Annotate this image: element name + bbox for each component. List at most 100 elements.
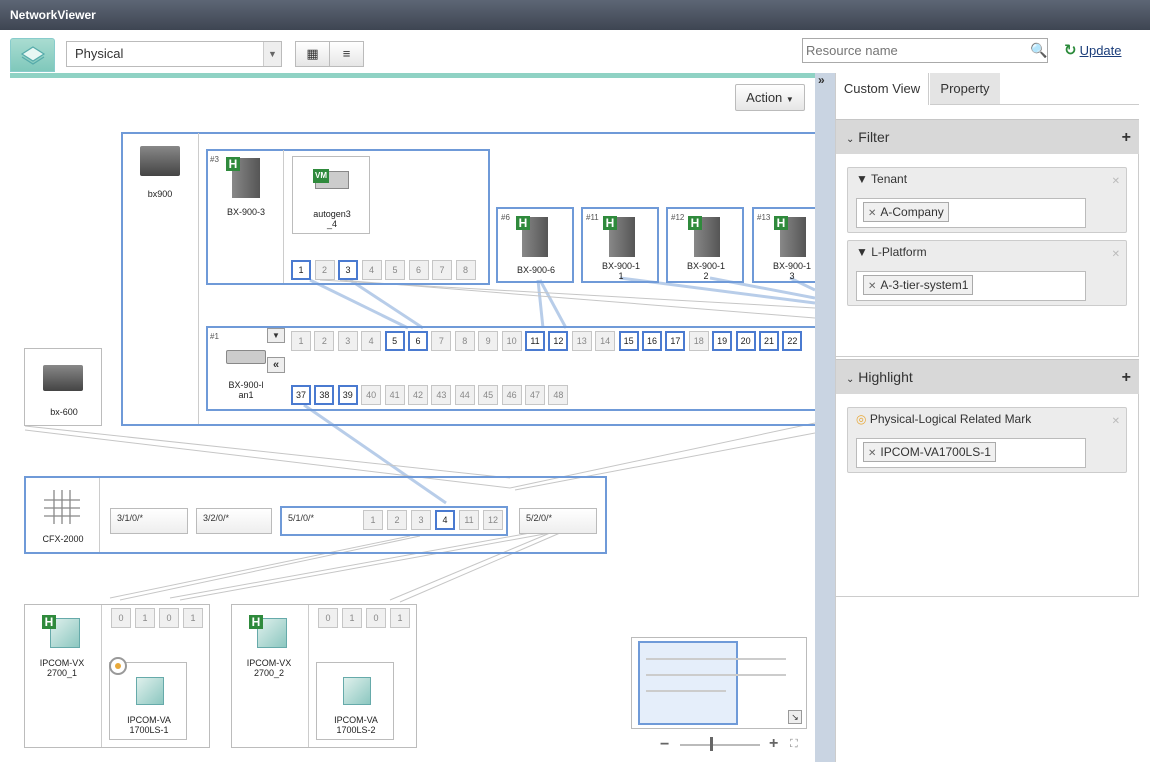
interface-3-2-0[interactable]: 3/2/0/* xyxy=(196,508,272,534)
port[interactable]: 11 xyxy=(525,331,545,351)
list-view-button[interactable]: ≡ xyxy=(329,41,364,67)
port[interactable]: 0 xyxy=(111,608,131,628)
chassis-bx600[interactable]: bx-600 xyxy=(24,348,102,426)
remove-tag-icon[interactable]: ✕ xyxy=(868,208,877,219)
port[interactable]: 1 xyxy=(342,608,362,628)
port[interactable]: 4 xyxy=(361,331,382,351)
minimap-resize-icon[interactable]: ↘ xyxy=(788,710,802,724)
zoom-slider[interactable] xyxy=(680,744,760,746)
port[interactable]: 10 xyxy=(501,331,522,351)
network-canvas[interactable]: Action ▼ bx900 #3 H BX-900-3 VM autogen3… xyxy=(10,78,815,762)
vm-autogen3-4[interactable]: VM autogen3 _4 xyxy=(292,156,370,234)
port[interactable]: 7 xyxy=(432,260,452,280)
port[interactable]: 1 xyxy=(363,510,383,530)
port[interactable]: 39 xyxy=(337,385,358,405)
port[interactable]: 37 xyxy=(291,385,311,405)
port[interactable]: 0 xyxy=(366,608,386,628)
port[interactable]: 2 xyxy=(387,510,407,530)
ipcom-va1700ls-2[interactable]: IPCOM-VA 1700LS-2 xyxy=(316,662,394,740)
blade-bx900-3[interactable] xyxy=(206,149,490,285)
port[interactable]: 41 xyxy=(384,385,405,405)
chassis-bx900[interactable] xyxy=(121,132,815,426)
blade-bx900-13[interactable]: #13 H BX-900-1 3 xyxy=(752,207,815,283)
panel-collapse-bar[interactable]: » xyxy=(815,73,835,762)
port[interactable]: 4 xyxy=(435,510,455,530)
zoom-out-button[interactable]: − xyxy=(660,736,670,753)
remove-tag-icon[interactable]: ✕ xyxy=(868,448,877,459)
close-icon[interactable]: ✕ xyxy=(1111,416,1120,427)
port[interactable]: 40 xyxy=(361,385,382,405)
port[interactable]: 1 xyxy=(390,608,410,628)
zoom-slider-handle[interactable] xyxy=(710,737,713,751)
port[interactable]: 7 xyxy=(431,331,452,351)
collapse-ports-button[interactable]: « xyxy=(267,357,285,373)
grid-view-button[interactable]: ▦ xyxy=(295,41,330,67)
port[interactable]: 0 xyxy=(318,608,338,628)
view-select[interactable]: Physical▼ xyxy=(66,41,282,67)
remove-tag-icon[interactable]: ✕ xyxy=(868,281,877,292)
close-icon[interactable]: ✕ xyxy=(1111,249,1120,260)
port[interactable]: 3 xyxy=(411,510,431,530)
port[interactable]: 16 xyxy=(642,331,662,351)
port[interactable]: 1 xyxy=(291,260,311,280)
expand-dropdown-button[interactable]: ▼ xyxy=(267,328,285,343)
minimap[interactable]: ↘ xyxy=(631,637,807,729)
action-button[interactable]: Action ▼ xyxy=(735,84,805,111)
search-icon[interactable]: 🔍 xyxy=(1030,42,1048,58)
tab-custom-view[interactable]: Custom View xyxy=(836,73,929,105)
blade-bx900-12[interactable]: #12 H BX-900-1 2 xyxy=(666,207,744,283)
tenant-input[interactable]: ✕A-Company xyxy=(856,198,1086,228)
close-icon[interactable]: ✕ xyxy=(1111,176,1120,187)
port[interactable]: 47 xyxy=(525,385,545,405)
port[interactable]: 15 xyxy=(618,331,639,351)
port[interactable]: 48 xyxy=(548,385,569,405)
port[interactable]: 5 xyxy=(385,260,405,280)
port[interactable]: 5 xyxy=(384,331,405,351)
blade-bx900-11[interactable]: #11 H BX-900-1 1 xyxy=(581,207,659,283)
tab-property[interactable]: Property xyxy=(930,73,1000,105)
update-link[interactable]: ↻Update xyxy=(1064,41,1122,59)
port[interactable]: 0 xyxy=(159,608,179,628)
port[interactable]: 43 xyxy=(431,385,452,405)
port[interactable]: 22 xyxy=(782,331,803,351)
port[interactable]: 1 xyxy=(135,608,155,628)
search-input[interactable] xyxy=(802,38,1048,63)
port[interactable]: 21 xyxy=(759,331,779,351)
port[interactable]: 2 xyxy=(314,260,335,280)
port[interactable]: 44 xyxy=(454,385,475,405)
add-highlight-button[interactable]: + xyxy=(1121,369,1131,386)
interface-5-2-0[interactable]: 5/2/0/* xyxy=(519,508,597,534)
port[interactable]: 17 xyxy=(665,331,686,351)
port[interactable]: 42 xyxy=(408,385,428,405)
interface-5-1-0[interactable]: 5/1/0/* xyxy=(280,506,508,536)
l-platform-input[interactable]: ✕A-3-tier-system1 xyxy=(856,271,1086,301)
port[interactable]: 8 xyxy=(455,260,476,280)
port[interactable]: 3 xyxy=(337,331,358,351)
lan-switch-bx900-lan1[interactable] xyxy=(206,326,815,411)
switch-cfx2000[interactable] xyxy=(24,476,607,554)
minimap-viewport[interactable] xyxy=(638,641,738,725)
port[interactable]: 13 xyxy=(571,331,592,351)
port[interactable]: 4 xyxy=(361,260,382,280)
port[interactable]: 1 xyxy=(183,608,203,628)
add-filter-button[interactable]: + xyxy=(1121,129,1131,146)
port[interactable]: 46 xyxy=(501,385,522,405)
port[interactable]: 12 xyxy=(483,510,503,530)
port[interactable]: 8 xyxy=(454,331,475,351)
port[interactable]: 6 xyxy=(408,260,429,280)
port[interactable]: 20 xyxy=(735,331,756,351)
home-button[interactable] xyxy=(10,38,55,72)
port[interactable]: 6 xyxy=(408,331,428,351)
port[interactable]: 14 xyxy=(595,331,616,351)
port[interactable]: 11 xyxy=(459,510,479,530)
blade-bx900-6[interactable]: #6 H BX-900-6 xyxy=(496,207,574,283)
related-mark-input[interactable]: ✕IPCOM-VA1700LS-1 xyxy=(856,438,1086,468)
port[interactable]: 12 xyxy=(548,331,569,351)
port[interactable]: 18 xyxy=(688,331,709,351)
highlight-section-header[interactable]: ⌄ Highlight+ xyxy=(836,359,1139,394)
filter-section-header[interactable]: ⌄ Filter+ xyxy=(836,119,1139,154)
ipcom-va1700ls-1[interactable]: IPCOM-VA 1700LS-1 xyxy=(109,662,187,740)
fit-to-screen-icon[interactable]: ⛶ xyxy=(790,738,798,750)
zoom-in-button[interactable]: + xyxy=(769,735,779,752)
port[interactable]: 45 xyxy=(478,385,499,405)
